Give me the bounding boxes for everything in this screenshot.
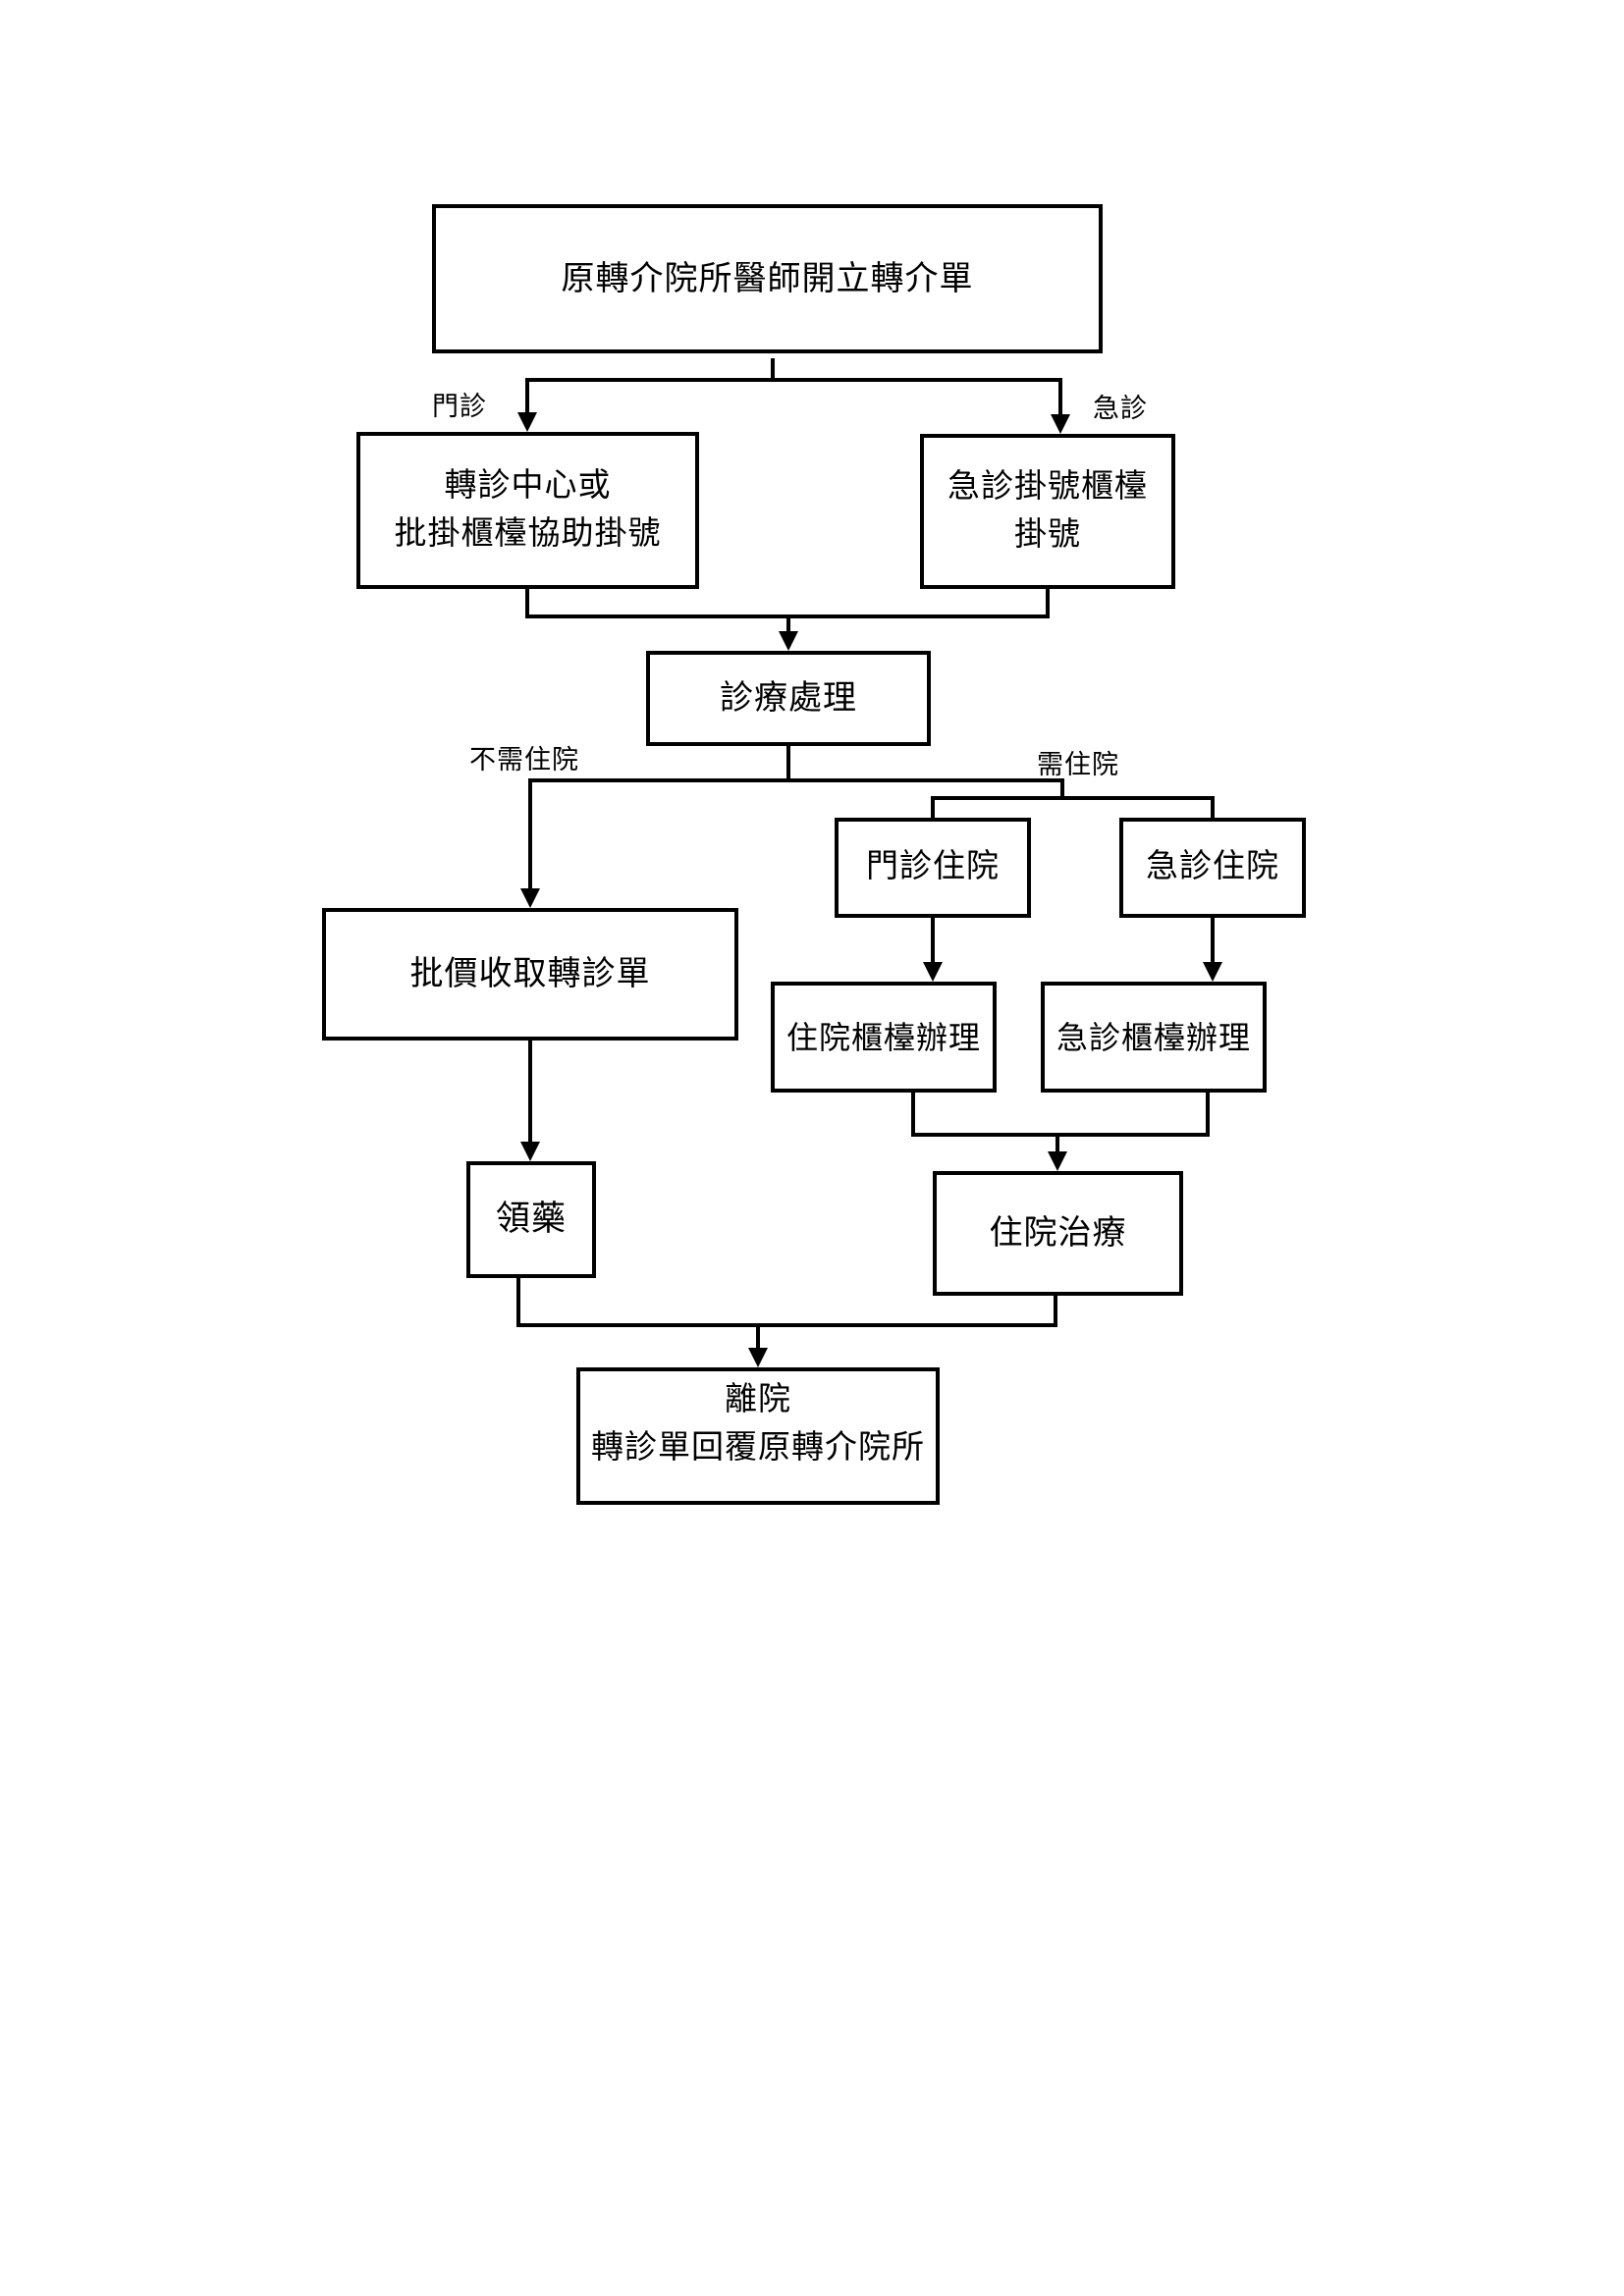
node-outpatient-registration: 轉診中心或 批掛櫃檯協助掛號 xyxy=(356,432,699,589)
node-label: 住院櫃檯辦理 xyxy=(785,1019,981,1055)
connector-split-hospitalization xyxy=(528,778,1064,782)
connector-merge-counters xyxy=(911,1133,1210,1137)
connector-to-pricing xyxy=(528,778,532,890)
connector-er-reg-down xyxy=(1046,589,1050,618)
connector-er-counter-down xyxy=(1206,1093,1210,1137)
connector-pharmacy-down xyxy=(516,1278,520,1327)
node-label: 掛號 xyxy=(1014,517,1081,553)
connector-hospitalization-drop xyxy=(1060,778,1064,800)
node-er-registration: 急診掛號櫃檯 掛號 xyxy=(920,434,1175,589)
edge-label-hospitalization: 需住院 xyxy=(1037,750,1119,779)
node-pharmacy: 領藥 xyxy=(466,1161,596,1278)
arrowhead-into-pricing xyxy=(520,888,540,908)
arrowhead-into-outpatient-reg xyxy=(517,412,537,432)
arrowhead-into-treatment xyxy=(779,631,798,651)
connector-pricing-down xyxy=(528,1041,532,1144)
node-label: 急診掛號櫃檯 xyxy=(947,468,1148,505)
connector-admission-counter-down xyxy=(911,1093,915,1137)
node-label: 領藥 xyxy=(495,1200,567,1239)
connector-merge-final xyxy=(516,1323,1057,1327)
connector-to-discharge xyxy=(756,1323,760,1350)
edge-label-no-hospitalization: 不需住院 xyxy=(469,745,579,774)
edge-label-emergency: 急診 xyxy=(1093,394,1148,423)
connector-split-outpatient-emergency xyxy=(525,378,1062,382)
node-label: 門診住院 xyxy=(866,849,1000,885)
node-label: 原轉介院所醫師開立轉介單 xyxy=(561,260,974,297)
arrowhead-into-er-counter xyxy=(1203,962,1222,982)
node-label: 急診櫃檯辦理 xyxy=(1056,1019,1251,1055)
connector-inpatient-treatment-down xyxy=(1054,1296,1057,1327)
arrowhead-into-pharmacy xyxy=(520,1142,540,1161)
node-label: 離院 xyxy=(725,1381,791,1417)
connector-to-er-admission xyxy=(1211,796,1215,818)
arrowhead-into-admission-counter xyxy=(923,962,943,982)
node-label: 急診住院 xyxy=(1146,849,1279,885)
node-pricing-collect-referral: 批價收取轉診單 xyxy=(322,908,738,1041)
node-label: 轉診中心或 xyxy=(444,467,612,504)
node-er-admission: 急診住院 xyxy=(1119,818,1306,918)
node-referral-order: 原轉介院所醫師開立轉介單 xyxy=(432,204,1103,353)
connector-to-opd-admission xyxy=(931,796,935,818)
node-label: 診療處理 xyxy=(720,680,857,717)
connector-treatment-stub xyxy=(786,746,790,782)
node-label: 轉診單回覆原轉介院所 xyxy=(591,1430,925,1466)
node-inpatient-treatment: 住院治療 xyxy=(933,1171,1183,1296)
arrowhead-into-discharge xyxy=(748,1348,768,1367)
node-label: 批價收取轉診單 xyxy=(409,956,651,992)
connector-outpatient-reg-down xyxy=(525,589,529,618)
connector-opd-admission-down xyxy=(931,918,935,964)
connector-er-admission-down xyxy=(1211,918,1215,964)
node-label: 批掛櫃檯協助掛號 xyxy=(394,516,662,552)
arrowhead-into-er-reg xyxy=(1051,414,1070,434)
connector-to-inpatient-treatment xyxy=(1056,1133,1059,1153)
arrowhead-into-inpatient-treatment xyxy=(1048,1151,1067,1171)
node-er-counter: 急診櫃檯辦理 xyxy=(1041,982,1267,1093)
node-discharge: 離院 轉診單回覆原轉介院所 xyxy=(576,1367,940,1505)
connector-split-admission-type xyxy=(931,796,1215,800)
connector-referral-stub xyxy=(771,358,775,382)
node-admission-counter: 住院櫃檯辦理 xyxy=(771,982,997,1093)
edge-label-outpatient: 門診 xyxy=(432,392,487,421)
node-label: 住院治療 xyxy=(989,1215,1127,1252)
node-treatment-processing: 診療處理 xyxy=(646,651,931,746)
connector-to-outpatient-reg xyxy=(525,378,529,414)
connector-to-treatment xyxy=(786,614,790,634)
connector-to-er-reg xyxy=(1058,378,1062,416)
node-opd-admission: 門診住院 xyxy=(835,818,1031,918)
